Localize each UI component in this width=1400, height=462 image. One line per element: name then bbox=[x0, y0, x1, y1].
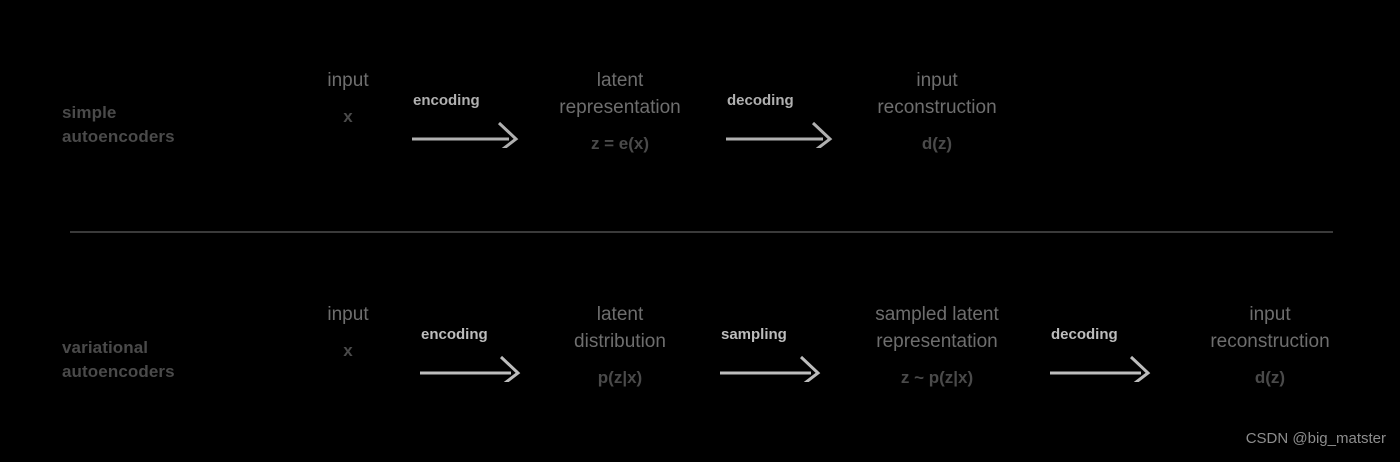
row-label-simple-autoencoders: simple autoencoders bbox=[62, 101, 175, 149]
stage-formula: d(z) bbox=[921, 134, 953, 153]
watermark: CSDN @big_matster bbox=[1245, 430, 1386, 447]
stage-simple-input-reconstruction: input reconstruction d(z) bbox=[827, 67, 1047, 154]
arrow-right-icon bbox=[412, 121, 519, 148]
stage-variational-sampled-latent: sampled latent representation z ~ p(z|x) bbox=[827, 301, 1047, 388]
stage-name-line1: latent bbox=[596, 304, 644, 325]
arrow-variational-sampling: sampling bbox=[718, 326, 868, 382]
stage-name-line1: sampled latent bbox=[875, 304, 999, 325]
stage-name-line2: reconstruction bbox=[877, 97, 997, 118]
arrow-label: sampling bbox=[721, 326, 787, 343]
row-label-line1: simple bbox=[62, 103, 117, 122]
arrow-right-icon bbox=[1050, 355, 1151, 382]
stage-name-line2: representation bbox=[559, 97, 681, 118]
section-divider bbox=[70, 231, 1333, 233]
arrow-variational-decoding: decoding bbox=[1048, 326, 1198, 382]
stage-name-line1: input bbox=[916, 70, 958, 91]
stage-name-line2: distribution bbox=[574, 331, 666, 352]
row-label-line2: autoencoders bbox=[62, 127, 175, 146]
stage-simple-input: input x bbox=[238, 67, 458, 127]
arrow-label: decoding bbox=[1051, 326, 1118, 343]
stage-variational-latent-distribution: latent distribution p(z|x) bbox=[510, 301, 730, 388]
stage-formula: x bbox=[343, 341, 353, 360]
arrow-right-icon bbox=[726, 121, 833, 148]
arrow-simple-decoding: decoding bbox=[724, 92, 874, 148]
arrow-right-icon bbox=[720, 355, 821, 382]
stage-formula: x bbox=[343, 107, 353, 126]
stage-name-line2: input bbox=[327, 70, 369, 91]
stage-simple-latent-representation: latent representation z = e(x) bbox=[510, 67, 730, 154]
stage-formula: d(z) bbox=[1254, 368, 1286, 387]
stage-name-line1: input bbox=[1249, 304, 1291, 325]
row-label-variational-autoencoders: variational autoencoders bbox=[62, 336, 175, 384]
row-label-line1: variational bbox=[62, 338, 149, 357]
stage-variational-input-reconstruction: input reconstruction d(z) bbox=[1160, 301, 1380, 388]
stage-formula: z = e(x) bbox=[590, 134, 650, 153]
arrow-simple-encoding: encoding bbox=[410, 92, 560, 148]
arrow-label: decoding bbox=[727, 92, 794, 109]
stage-name-line2: reconstruction bbox=[1210, 331, 1330, 352]
stage-formula: p(z|x) bbox=[597, 368, 643, 387]
row-label-line2: autoencoders bbox=[62, 362, 175, 381]
stage-name-line2: input bbox=[327, 304, 369, 325]
stage-name-line2: representation bbox=[876, 331, 998, 352]
arrow-label: encoding bbox=[413, 92, 480, 109]
stage-variational-input: input x bbox=[238, 301, 458, 361]
stage-name-line1: latent bbox=[596, 70, 644, 91]
arrow-variational-encoding: encoding bbox=[418, 326, 568, 382]
arrow-right-icon bbox=[420, 355, 521, 382]
arrow-label: encoding bbox=[421, 326, 488, 343]
stage-formula: z ~ p(z|x) bbox=[900, 368, 974, 387]
